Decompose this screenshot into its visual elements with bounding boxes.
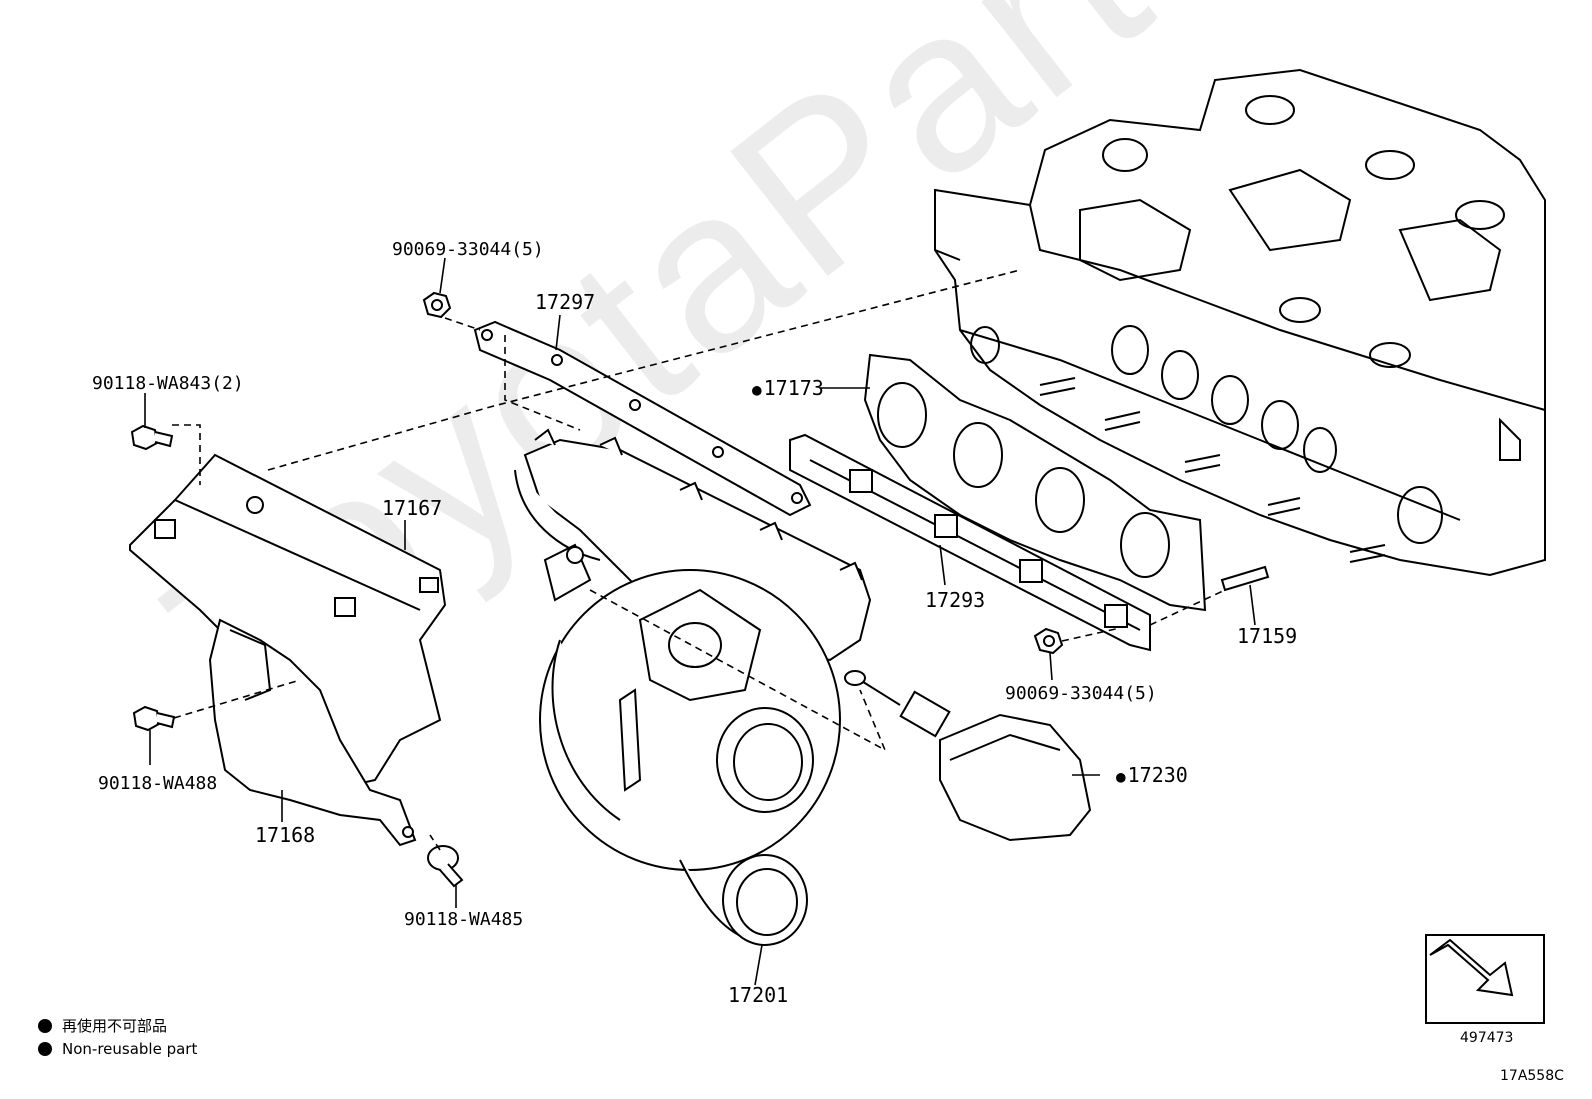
legend-non-reusable-jp: 再使用不可部品 [38,1015,167,1036]
fastener-bolt-wa843 [130,424,174,451]
label-17173: 17173 [752,378,824,400]
label-17297: 17297 [535,290,596,314]
manifold-gasket [863,353,1207,612]
label-17230: 17230 [1116,765,1188,787]
view-direction-arrow-icon [1429,938,1514,997]
turbo-actuator [844,670,1092,842]
upper-heat-insulator [129,453,447,792]
label-90118-wa485: 90118-WA485 [404,909,524,930]
label-17201: 17201 [728,983,789,1007]
leader-lines [144,257,1256,986]
fastener-nut-top [422,291,452,319]
label-17167: 17167 [382,496,443,520]
stud-17159 [1220,565,1270,592]
label-17293: 17293 [925,588,986,612]
manifold-insulator [789,433,1151,652]
non-reusable-bullet-icon [38,1019,52,1033]
lower-heat-insulator [208,618,417,847]
label-17159: 17159 [1237,624,1298,648]
fastener-bolt-wa485 [427,845,464,888]
label-90118-wa488: 90118-WA488 [98,773,218,794]
fastener-nut-bottom [1033,627,1064,655]
view-reference-box [1425,934,1545,1024]
fastener-bolt-wa488 [132,705,176,732]
label-90069-33044-top: 90069-33044(5) [392,239,544,260]
label-90118-wa843: 90118-WA843(2) [92,373,244,394]
label-17168: 17168 [255,823,316,847]
label-90069-33044-bottom: 90069-33044(5) [1005,683,1157,704]
legend-non-reusable-en: Non-reusable part [38,1040,197,1058]
cylinder-head [934,68,1546,577]
figure-code: 17A558C [1500,1068,1564,1084]
non-reusable-bullet-icon [38,1042,52,1056]
turbocharger-manifold [514,428,872,946]
bracket [473,320,812,517]
assembly-lines [172,269,1226,851]
view-reference-number: 497473 [1460,1030,1514,1046]
